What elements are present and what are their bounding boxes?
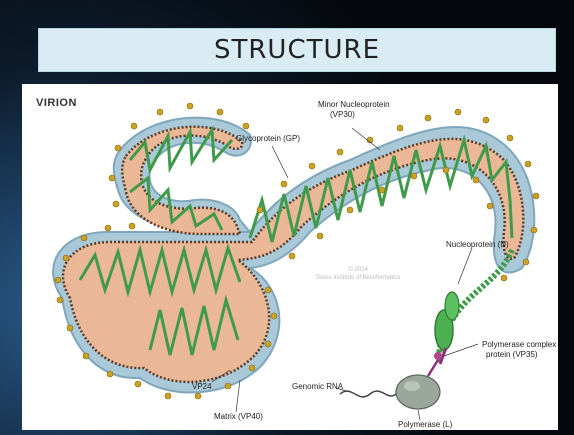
label-nucleoprotein: Nucleoprotein (N) bbox=[446, 240, 509, 250]
label-polymerase-complex-code: protein (VP35) bbox=[486, 350, 538, 360]
copyright-watermark: © 2014 Swiss Institute of Bioinformatics bbox=[316, 266, 400, 282]
label-genomic-rna: Genomic RNA bbox=[292, 382, 343, 392]
watermark-line-2: Swiss Institute of Bioinformatics bbox=[316, 274, 400, 282]
label-minor-nucleoprotein-code: (VP30) bbox=[330, 110, 355, 120]
polymerase-complex bbox=[340, 360, 440, 409]
label-vp24: VP24 bbox=[192, 382, 212, 392]
virion-heading: VIRION bbox=[36, 98, 77, 108]
label-matrix: Matrix (VP40) bbox=[214, 412, 263, 422]
label-polymerase: Polymerase (L) bbox=[398, 420, 452, 430]
label-glycoprotein: Glycoprotein (GP) bbox=[236, 134, 300, 144]
label-minor-nucleoprotein: Minor Nucleoprotein bbox=[318, 100, 390, 110]
watermark-line-1: © 2014 bbox=[316, 266, 400, 274]
label-polymerase-complex: Polymerase complex bbox=[482, 340, 556, 350]
